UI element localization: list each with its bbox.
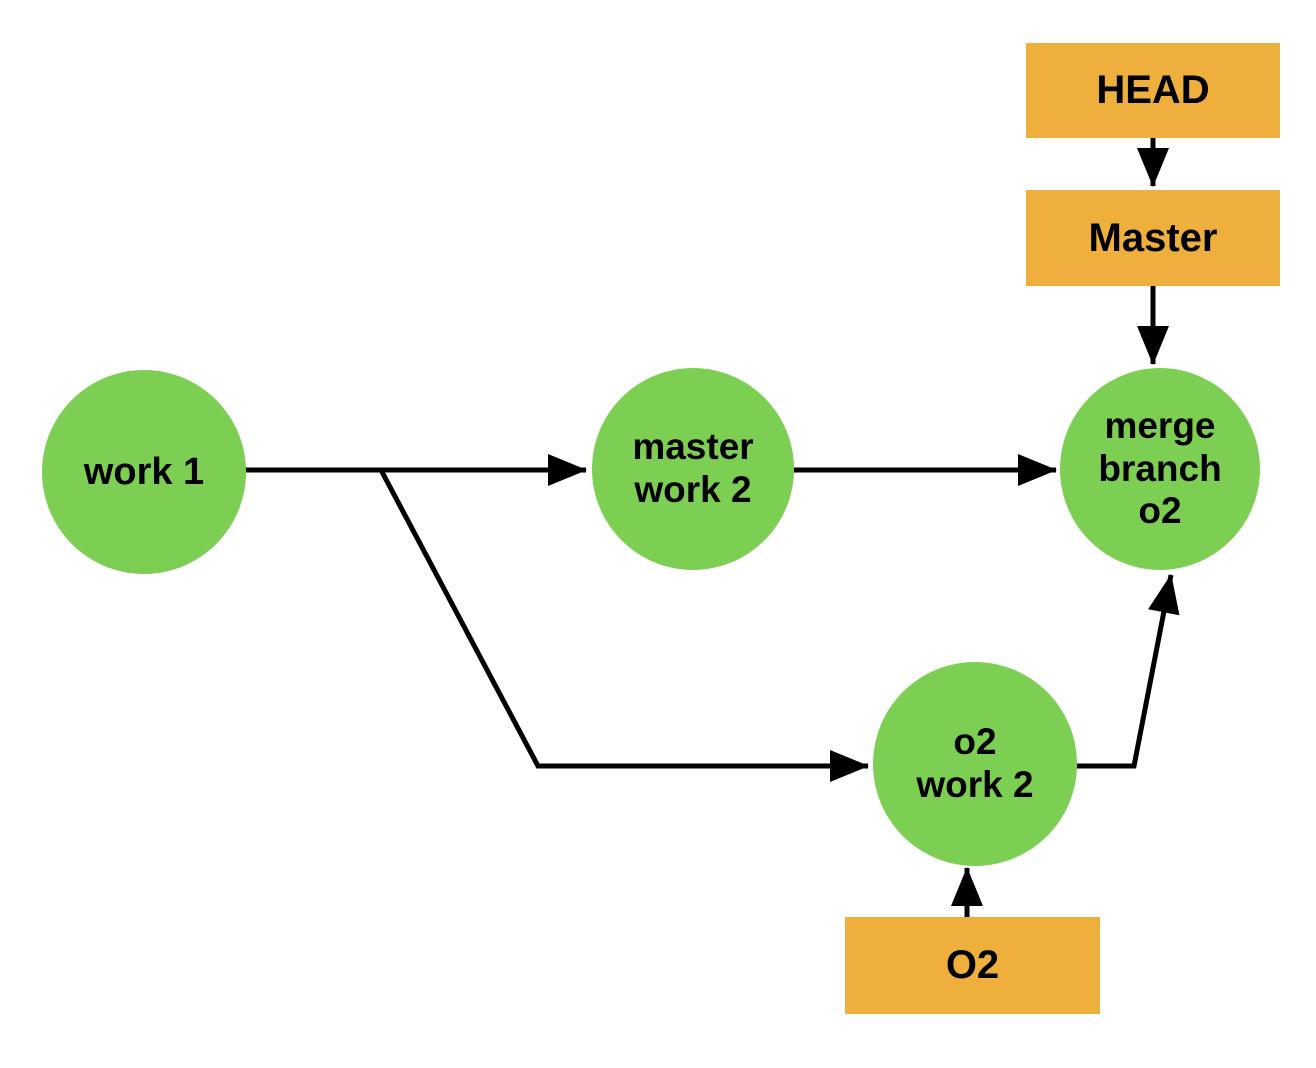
edge-fork-to-o2-work2: [378, 468, 870, 782]
ref-label-o2[interactable]: O2: [845, 917, 1100, 1014]
commit-node-o2-work-2[interactable]: o2 work 2: [873, 662, 1077, 866]
commit-node-merge-branch-o2-label: merge branch o2: [1098, 404, 1222, 532]
ref-label-master[interactable]: Master: [1026, 190, 1280, 286]
ref-label-master-text: Master: [1088, 215, 1218, 260]
commit-node-work-1-label: work 1: [83, 450, 205, 493]
commit-node-master-work-2-label: master work 2: [632, 426, 754, 510]
ref-label-head-text: HEAD: [1096, 68, 1210, 113]
commit-node-master-work-2[interactable]: master work 2: [592, 368, 794, 570]
ref-label-o2-text: O2: [945, 943, 1000, 988]
edge-o2-work2-to-merge: [1072, 574, 1180, 769]
commit-node-work-1[interactable]: work 1: [42, 370, 246, 574]
ref-label-head[interactable]: HEAD: [1026, 43, 1280, 138]
commit-node-merge-branch-o2[interactable]: merge branch o2: [1060, 368, 1260, 570]
commit-node-o2-work-2-label: o2 work 2: [916, 721, 1034, 805]
